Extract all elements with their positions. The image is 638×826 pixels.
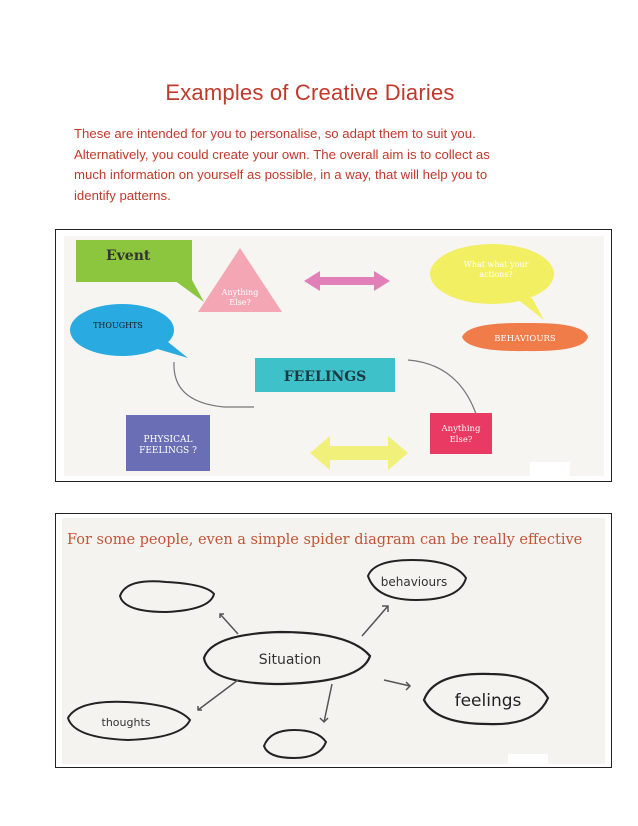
thoughts-bubble	[66, 700, 192, 742]
anything-else-label-1: Anything	[441, 424, 481, 434]
intro-line: These are intended for you to personalis…	[74, 126, 476, 141]
actions-label-2: actions?	[479, 270, 512, 279]
intro-line: much information on yourself as possible…	[74, 167, 488, 182]
yellow-double-arrow	[310, 436, 408, 470]
thoughts-bubble: THOUGHTS	[70, 304, 188, 358]
intro-paragraph: These are intended for you to personalis…	[74, 124, 568, 206]
blank-bubble-top	[118, 580, 216, 614]
diary-diagram-frame: Event Anything Else? What what your acti…	[55, 229, 612, 482]
physical-label-2: FEELINGS ?	[139, 446, 197, 456]
actions-label-1: What what your	[464, 260, 529, 269]
behaviours-pill: BEHAVIOURS	[462, 322, 588, 352]
spider-diagram-frame: For some people, even a simple spider di…	[55, 513, 612, 768]
feelings-bubble	[422, 672, 550, 726]
spider-arrows	[197, 605, 412, 724]
spider-diagram: For some people, even a simple spider di…	[62, 518, 605, 766]
anything-else-label-2: Else?	[450, 435, 473, 445]
anything-else-box: Anything Else?	[430, 413, 492, 454]
feelings-label: FEELINGS	[284, 369, 367, 385]
triangle-label-2: Else?	[229, 298, 251, 307]
physical-label-1: PHYSICAL	[144, 435, 193, 445]
pink-double-arrow	[304, 271, 390, 291]
behaviours-label: behaviours	[381, 575, 448, 589]
thoughts-label: THOUGHTS	[93, 321, 143, 330]
behaviours-label: BEHAVIOURS	[494, 334, 556, 344]
actions-bubble: What what your actions?	[430, 244, 554, 320]
thoughts-label: thoughts	[102, 716, 151, 729]
event-box: Event	[76, 240, 204, 302]
situation-bubble	[202, 630, 372, 686]
diary-diagram: Event Anything Else? What what your acti…	[64, 236, 604, 476]
intro-line: identify patterns.	[74, 187, 171, 203]
situation-label: Situation	[259, 652, 322, 668]
intro-line: Alternatively, you could create your own…	[74, 146, 490, 162]
triangle-label-1: Anything	[221, 288, 259, 297]
page-title: Examples of Creative Diaries	[165, 80, 455, 105]
spider-heading: For some people, even a simple spider di…	[67, 532, 582, 548]
feelings-box: FEELINGS	[255, 358, 395, 392]
blank-bubble-bottom	[262, 728, 328, 760]
feelings-label: feelings	[455, 691, 522, 711]
event-label: Event	[106, 248, 151, 264]
anything-else-triangle: Anything Else?	[198, 248, 282, 312]
behaviours-bubble	[366, 558, 468, 602]
physical-feelings-box: PHYSICAL FEELINGS ?	[126, 415, 210, 471]
